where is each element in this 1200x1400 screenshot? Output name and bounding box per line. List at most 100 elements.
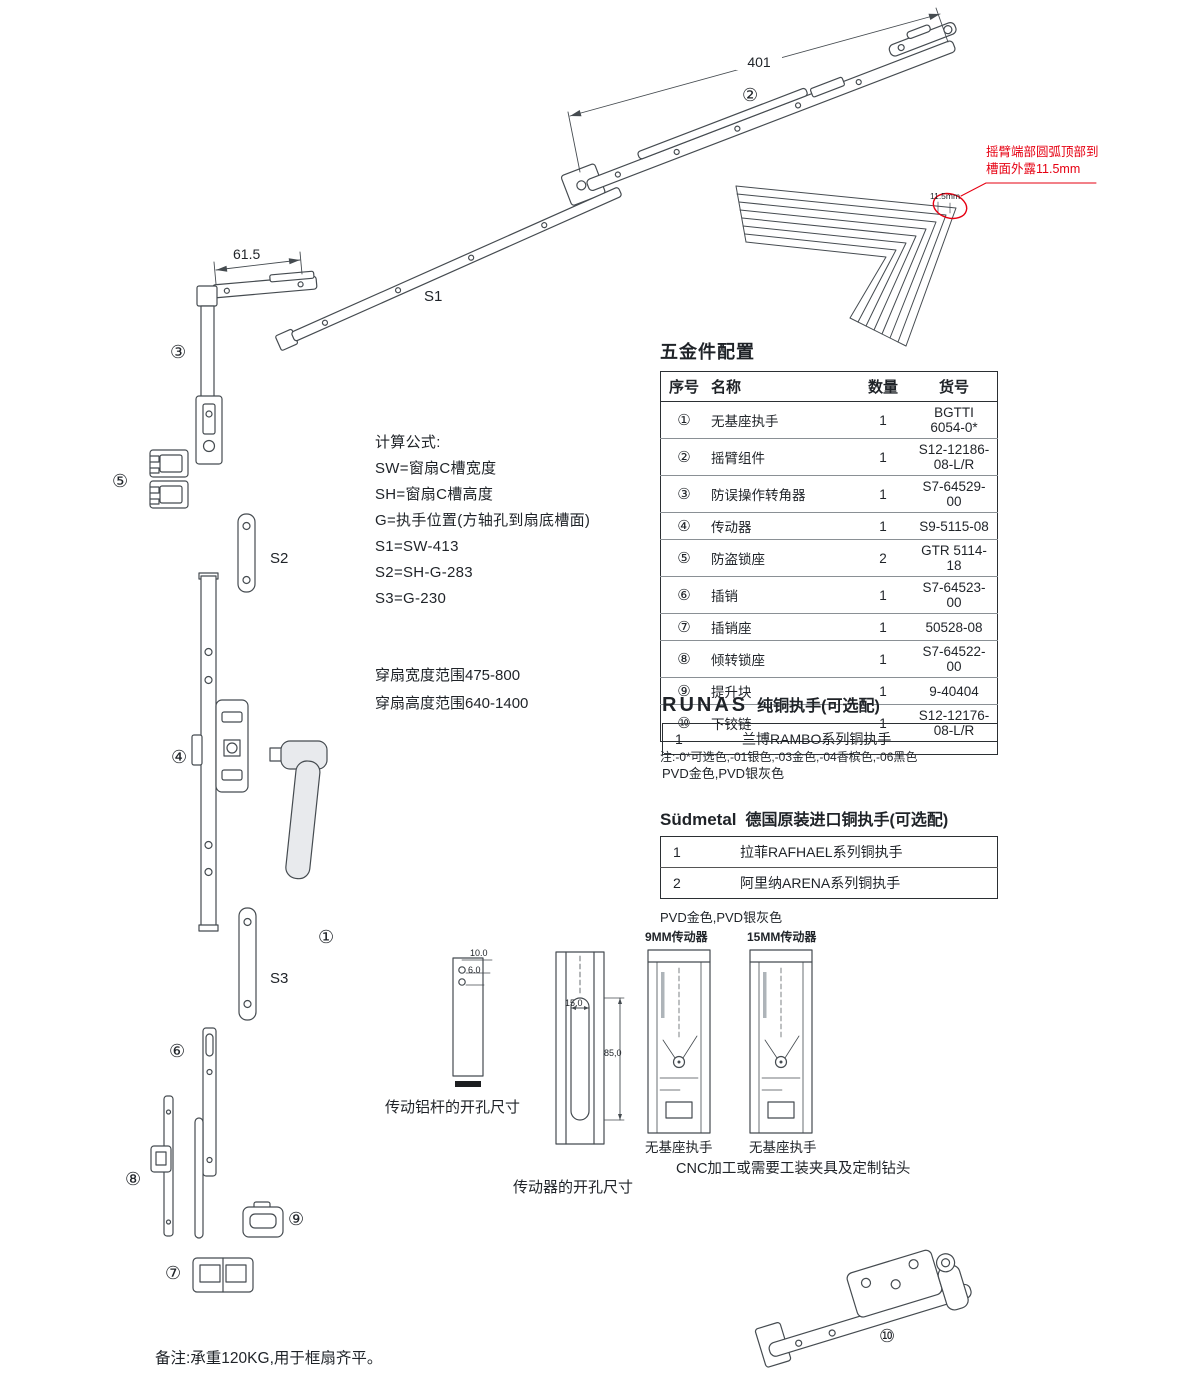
anti-theft-keeper-drawing — [149, 449, 189, 509]
cnc-note: CNC加工或需要工装夹具及定制钻头 — [676, 1161, 911, 1177]
frame-corner-profile-drawing — [735, 185, 957, 347]
cell-qty: 1 — [855, 613, 911, 641]
rod-dim-10-label: 10.0 — [470, 948, 488, 958]
cell-name: 摇臂组件 — [707, 438, 855, 476]
bolt-drawing — [194, 1027, 217, 1239]
dimension-401-label: 401 — [736, 54, 782, 70]
gear9-title: 9MM传动器 — [645, 930, 708, 944]
cell-qty: 1 — [855, 438, 911, 476]
cell-code: S9-5115-08 — [911, 512, 998, 540]
callout-7: ⑦ — [165, 1263, 182, 1283]
rod-drill-label: 传动铝杆的开孔尺寸 — [385, 1099, 521, 1116]
dimension-11-5-label: 11.5mm — [930, 191, 961, 201]
device-dim-85-label: 85,0 — [604, 1048, 622, 1058]
formula-s2: S2=SH-G-283 — [375, 564, 473, 581]
cell-code: 9-40404 — [911, 677, 998, 705]
cell-name: 倾转锁座 — [707, 640, 855, 678]
cell-index: ⑤ — [660, 539, 707, 577]
list-item: 1 兰博RAMBO系列铜执手 — [663, 724, 998, 755]
dimension-61-5 — [213, 251, 303, 285]
red-note-line2: 槽面外露11.5mm — [986, 162, 1081, 176]
runas-brand: RUNAS — [662, 694, 749, 716]
formula-sw: SW=窗扇C槽宽度 — [375, 460, 497, 477]
cell-index: ② — [660, 438, 707, 476]
runas-table: 1 兰博RAMBO系列铜执手 — [662, 723, 998, 755]
cell-qty: 1 — [855, 401, 911, 439]
dimension-61-5-label: 61.5 — [230, 246, 264, 262]
cell-code: S7-64529-00 — [911, 475, 998, 513]
cell-code: GTR 5114-18 — [911, 539, 998, 577]
rod-drill-drawing — [452, 957, 493, 1087]
gear15-caption: 无基座执手 — [749, 1140, 817, 1155]
s2-label: S2 — [270, 550, 289, 567]
lift-block-drawing — [242, 1201, 284, 1238]
parts-table-note: 注:-0*可选色,-01银色,-03金色,-04香槟色,-06黑色 — [660, 750, 918, 764]
formulas-block: 计算公式: SW=窗扇C槽宽度 SH=窗扇C槽高度 G=执手位置(方轴孔到扇底槽… — [375, 430, 590, 612]
formula-sh: SH=窗扇C槽高度 — [375, 486, 494, 503]
cell-index: ③ — [660, 475, 707, 513]
rod-dim-6-label: 6.0 — [468, 965, 481, 975]
s1-rod-drawing — [275, 187, 622, 351]
list-item: 2 阿里纳ARENA系列铜执手 — [661, 868, 998, 899]
device-drill-drawing — [555, 951, 625, 1145]
formula-g: G=执手位置(方轴孔到扇底槽面) — [375, 512, 591, 529]
s3-plate-drawing — [238, 907, 257, 1021]
col-header-index: 序号 — [660, 371, 707, 402]
col-header-name: 名称 — [707, 371, 855, 402]
cell-qty: 1 — [855, 475, 911, 513]
col-header-code: 货号 — [911, 371, 998, 402]
gear9-drill-drawing — [647, 949, 711, 1134]
cell-name: 防误操作转角器 — [707, 475, 855, 513]
list-item: 1 拉菲RAFHAEL系列铜执手 — [660, 836, 998, 868]
sudmetal-table: 1 拉菲RAFHAEL系列铜执手 2 阿里纳ARENA系列铜执手 — [660, 836, 998, 899]
cell-code: S12-12176-08-L/R — [918, 708, 990, 738]
cell-name: 无基座执手 — [707, 401, 855, 439]
sudmetal-pvd-note: PVD金色,PVD银灰色 — [660, 910, 783, 925]
cell-qty: 2 — [855, 539, 911, 577]
callout-5: ⑤ — [112, 471, 129, 491]
runas-pvd-note: PVD金色,PVD银灰色 — [662, 766, 785, 781]
callout-3: ③ — [170, 342, 187, 362]
formulas-title: 计算公式: — [375, 434, 441, 451]
callout-6: ⑥ — [169, 1041, 186, 1061]
callout-9: ⑨ — [288, 1209, 305, 1229]
callout-4: ④ — [171, 747, 188, 767]
red-note-line1: 摇臂端部圆弧顶部到 — [986, 145, 1099, 159]
option-no: 1 — [660, 836, 734, 868]
cell-index: ⑨ — [660, 677, 707, 705]
cell-qty: 1 — [855, 512, 911, 540]
handle-drawing — [269, 740, 328, 880]
parts-table-header-row: 序号 名称 数量 货号 — [660, 371, 998, 402]
range-height: 穿扇高度范围640-1400 — [375, 695, 529, 712]
sudmetal-title: 德国原装进口铜执手(可选配) — [745, 812, 949, 829]
cell-qty: 1 — [855, 640, 911, 678]
cell-index: ⑥ — [660, 576, 707, 614]
cell-code: 50528-08 — [911, 613, 998, 641]
callout-2: ② — [742, 85, 759, 105]
cell-name: 提升块 — [707, 677, 855, 705]
corner-drive-drawing — [195, 270, 318, 465]
option-no: 2 — [673, 875, 681, 891]
option-name: 阿里纳ARENA系列铜执手 — [740, 875, 901, 891]
formula-s3: S3=G-230 — [375, 590, 447, 607]
gear9-caption: 无基座执手 — [645, 1140, 713, 1155]
callout-8: ⑧ — [125, 1169, 142, 1189]
option-no: 1 — [675, 731, 683, 747]
red-note: 摇臂端部圆弧顶部到 槽面外露11.5mm — [986, 144, 1126, 178]
device-dim-15-label: 15,0 — [565, 998, 583, 1008]
callout-10: ⑩ — [879, 1326, 896, 1346]
cell-name: 插销座 — [707, 613, 855, 641]
